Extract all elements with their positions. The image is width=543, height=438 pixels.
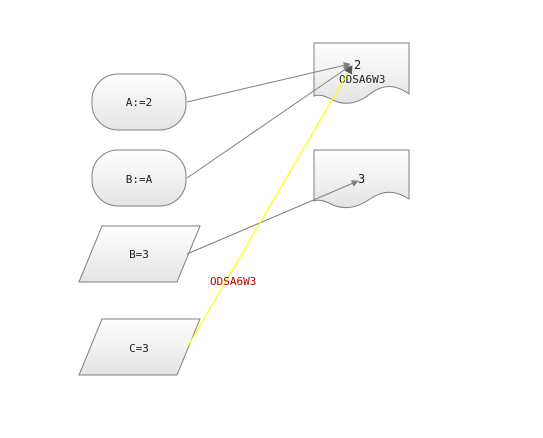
document-top-value: 2	[354, 58, 361, 72]
node-label-b-equals: B=3	[129, 248, 149, 261]
terminator-node-a-assign[interactable]: A:=2	[91, 73, 187, 131]
document-bottom-value: 3	[358, 172, 365, 186]
document-top-caption: ODSA6W3	[339, 73, 385, 86]
node-label-c-equals: C=3	[129, 342, 149, 355]
node-label-a-assign: A:=2	[126, 96, 153, 109]
node-label-b-assign: B:=A	[126, 173, 153, 186]
connector-label: ODSA6W3	[210, 275, 256, 288]
terminator-node-b-assign[interactable]: B:=A	[91, 149, 187, 207]
connector-b3-to-doc-bottom[interactable]	[186, 180, 359, 255]
document-node-bottom[interactable]: 3	[313, 149, 410, 209]
document-node-top[interactable]: 2 ODSA6W3	[313, 42, 410, 104]
data-node-b-equals[interactable]: B=3	[78, 225, 201, 283]
connector-b-to-doc-top[interactable]	[186, 65, 351, 179]
connector-c3-to-doc-top-highlight[interactable]	[187, 65, 353, 347]
connector-a-to-doc-top[interactable]	[186, 62, 351, 103]
data-node-c-equals[interactable]: C=3	[78, 318, 201, 376]
